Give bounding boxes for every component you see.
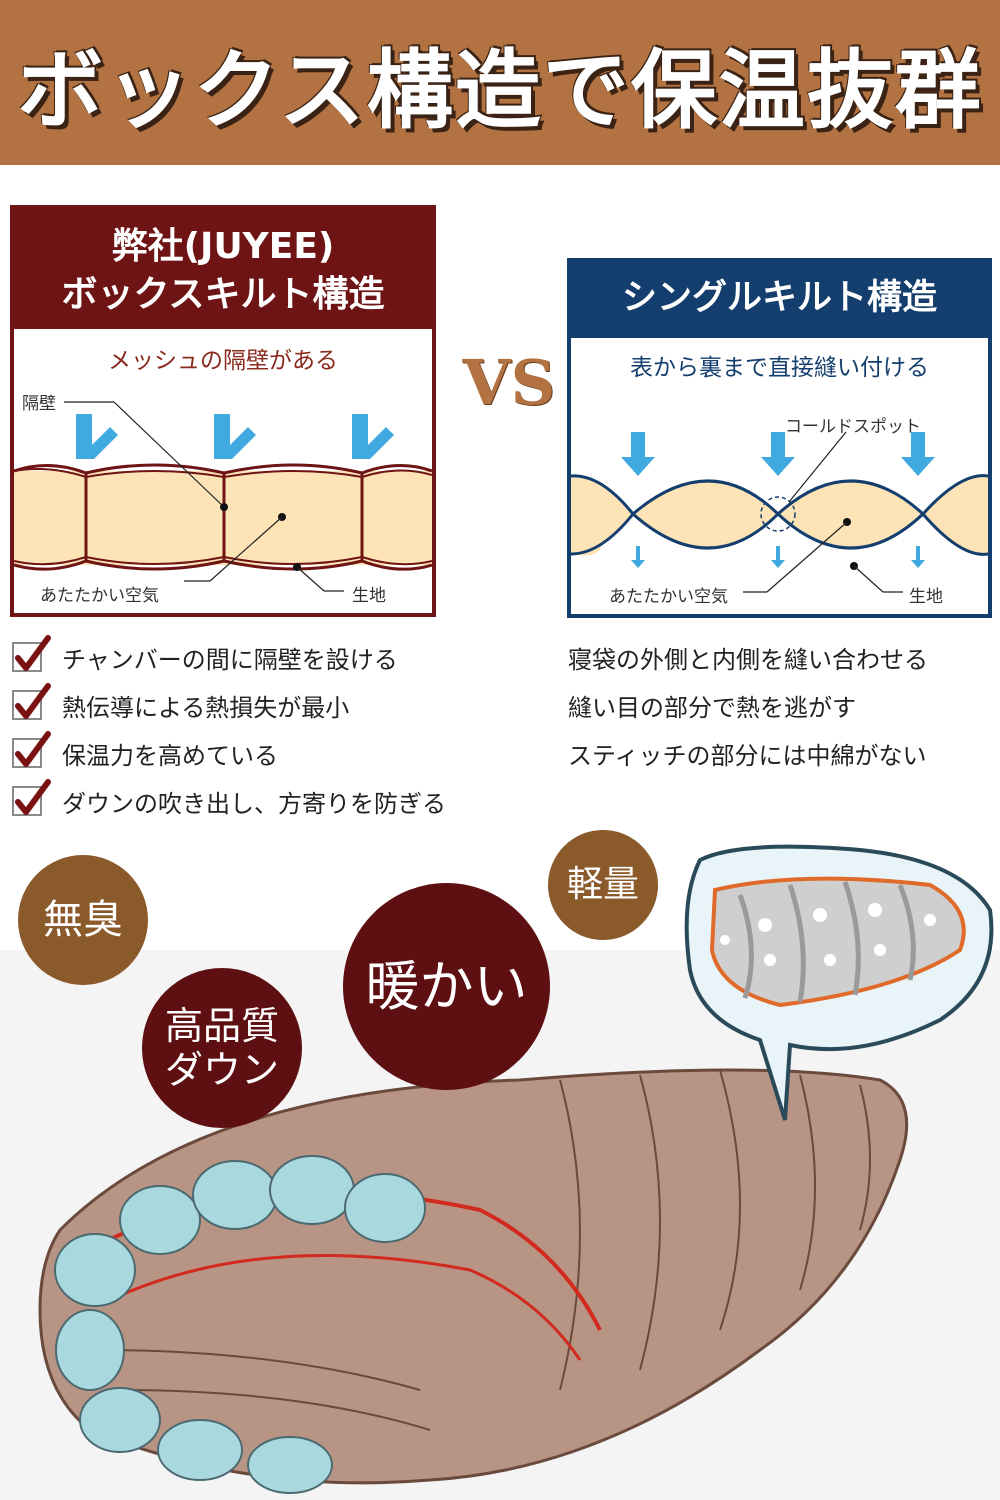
single-quilt-subtitle: 表から裏まで直接縫い付ける <box>630 355 929 381</box>
checkmark-icon <box>12 635 51 672</box>
list-item: スティッチの部分には中綿がない <box>568 742 927 770</box>
single-quilt-header: シングルキルト構造 <box>571 262 988 338</box>
heat-arrow-2 <box>214 414 256 459</box>
box-quilt-header: 弊社(JUYEE) ボックスキルト構造 <box>14 209 432 329</box>
box-quilt-panel: 弊社(JUYEE) ボックスキルト構造 メッシュの隔壁がある 隔壁 あ <box>10 205 436 617</box>
cold-spot-label: コールドスポット <box>785 417 921 437</box>
heat-arrow-3 <box>352 414 394 459</box>
single-quilt-diagram <box>571 431 988 593</box>
checkmark-icon <box>12 779 51 816</box>
down-arrow-3 <box>901 432 935 476</box>
lightweight-badge: 軽量 <box>548 830 658 940</box>
box-quilt-brand: 弊社(JUYEE) <box>111 226 335 267</box>
box-quilt-title: ボックスキルト構造 <box>61 274 385 315</box>
quality-badge-line2: ダウン <box>164 1048 279 1092</box>
box-quilt-subtitle: メッシュの隔壁がある <box>108 348 338 374</box>
list-item: 寝袋の外側と内側を縫い合わせる <box>568 646 928 674</box>
wall-label: 隔壁 <box>22 394 56 414</box>
odorless-badge: 無臭 <box>18 855 148 985</box>
title-banner: ボックス構造で保温抜群 <box>0 0 1000 165</box>
feature-text: 熱伝導による熱損失が最小 <box>62 694 350 722</box>
fabric-label-right: 生地 <box>909 587 943 607</box>
fabric-label-left: 生地 <box>352 586 386 606</box>
heat-arrow-1 <box>76 414 118 459</box>
warm-badge: 暖かい <box>343 883 550 1090</box>
list-item: 縫い目の部分で熱を逃がす <box>568 694 856 722</box>
down-arrow-1 <box>621 432 655 476</box>
checkmark-icon <box>12 731 51 768</box>
box-quilt-diagram <box>14 401 432 592</box>
feature-text: 保温力を高めている <box>62 742 278 770</box>
banner-title: ボックス構造で保温抜群 <box>17 40 983 141</box>
down-arrow-2 <box>761 432 795 476</box>
warm-air-label-left: あたたかい空気 <box>40 586 159 606</box>
checkmark-icon <box>12 683 51 720</box>
warm-air-label-right: あたたかい空気 <box>609 587 728 607</box>
list-item: 保温力を高めている <box>12 731 446 780</box>
box-quilt-feature-list: チャンバーの間に隔壁を設ける 熱伝導による熱損失が最小 保温力を高めている ダウ… <box>12 635 446 828</box>
list-item: チャンバーの間に隔壁を設ける <box>12 635 446 684</box>
list-item: ダウンの吹き出し、方寄りを防ぎる <box>12 779 446 828</box>
quality-down-badge: 高品質 ダウン <box>142 968 302 1128</box>
single-quilt-title: シングルキルト構造 <box>621 278 937 318</box>
sleeping-bag-illustration <box>38 844 994 1494</box>
list-item: 熱伝導による熱損失が最小 <box>12 683 446 732</box>
vs-label: VS <box>462 346 556 419</box>
feature-text: チャンバーの間に隔壁を設ける <box>62 646 398 674</box>
feature-text: ダウンの吹き出し、方寄りを防ぎる <box>62 790 446 818</box>
small-arrow-1 <box>631 546 645 568</box>
single-quilt-panel: シングルキルト構造 表から裏まで直接縫い付ける コールドスポット <box>567 258 992 618</box>
quality-badge-line1: 高品質 <box>164 1004 279 1048</box>
single-quilt-feature-list: 寝袋の外側と内側を縫い合わせる 縫い目の部分で熱を逃がす スティッチの部分には中… <box>568 636 928 780</box>
small-arrow-3 <box>911 546 925 568</box>
small-arrow-2 <box>771 546 785 568</box>
